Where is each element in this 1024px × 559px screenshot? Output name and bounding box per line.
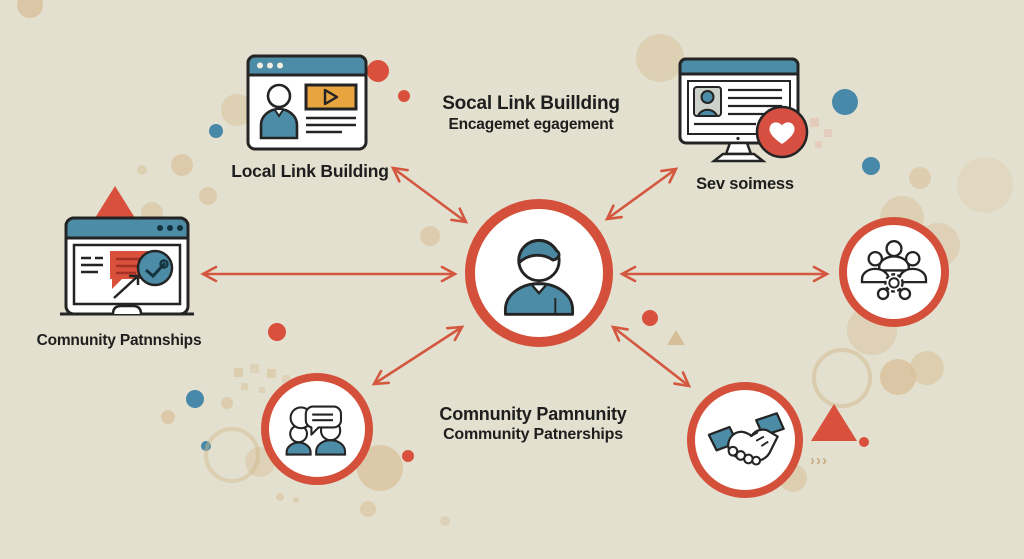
dot-decoration <box>293 497 299 503</box>
handshake-icon <box>707 412 785 466</box>
pixel-decoration <box>815 141 822 148</box>
pixel-decoration <box>267 369 276 378</box>
dot-decoration <box>360 501 376 517</box>
dot-decoration <box>221 397 233 409</box>
bottom-left-node-circle <box>261 373 373 485</box>
center-node-circle <box>465 199 613 347</box>
pixel-decoration <box>282 375 290 383</box>
arrow-top-right-diagonal <box>604 167 679 221</box>
ring-decoration <box>204 427 260 483</box>
dot-decoration <box>859 437 869 447</box>
dot-decoration <box>440 516 450 526</box>
bottom-right-node-circle <box>687 382 803 498</box>
person-icon <box>503 238 575 316</box>
browser-video-icon <box>246 54 368 151</box>
pixel-decoration <box>250 364 259 373</box>
top-center-subtitle: Encagemet egagement <box>448 116 614 133</box>
arrow-top-left-diagonal <box>390 166 469 224</box>
arrow-bottom-left-diagonal <box>371 325 465 386</box>
dot-decoration <box>186 390 204 408</box>
arrow-bottom-right-diagonal <box>610 325 692 388</box>
triangle-decoration <box>811 404 857 441</box>
pixel-decoration <box>824 129 832 137</box>
dot-decoration <box>832 89 858 115</box>
top-center-title: Socal Link Buillding <box>442 93 620 114</box>
pixel-decoration <box>810 118 819 127</box>
dot-decoration <box>880 359 916 395</box>
team-gear-icon <box>860 240 928 301</box>
dot-decoration <box>137 165 147 175</box>
dot-decoration <box>636 34 684 82</box>
top-right-node-label: Sev soimess <box>696 175 794 193</box>
dot-decoration <box>276 493 284 501</box>
dot-decoration <box>199 187 217 205</box>
right-node-circle <box>839 217 949 327</box>
dot-decoration <box>909 167 931 189</box>
dot-decoration <box>398 90 410 102</box>
bottom-center-title: Comnunity Pamnunity <box>439 404 627 424</box>
browser-chat-icon <box>60 216 194 316</box>
bottom-center-subtitle: Community Patnerships <box>443 426 623 443</box>
dot-decoration <box>642 310 658 326</box>
left-node-label: Comnunity Patnnships <box>36 332 202 349</box>
pixel-decoration <box>259 387 265 393</box>
dot-decoration <box>17 0 43 18</box>
top-left-node-label: Local Link Building <box>231 161 389 181</box>
dot-decoration <box>862 157 880 175</box>
chevrons-decoration: ››› <box>810 452 828 469</box>
monitor-heart-icon <box>678 57 809 163</box>
dot-decoration <box>268 323 286 341</box>
dot-decoration <box>957 157 1013 213</box>
pixel-decoration <box>241 383 248 390</box>
dot-decoration <box>209 124 223 138</box>
dot-decoration <box>171 154 193 176</box>
dot-decoration <box>420 226 440 246</box>
dot-decoration <box>367 60 389 82</box>
dot-decoration <box>402 450 414 462</box>
triangle-decoration <box>95 186 135 218</box>
dot-decoration <box>161 410 175 424</box>
conversation-icon <box>285 405 347 456</box>
pixel-decoration <box>234 368 243 377</box>
